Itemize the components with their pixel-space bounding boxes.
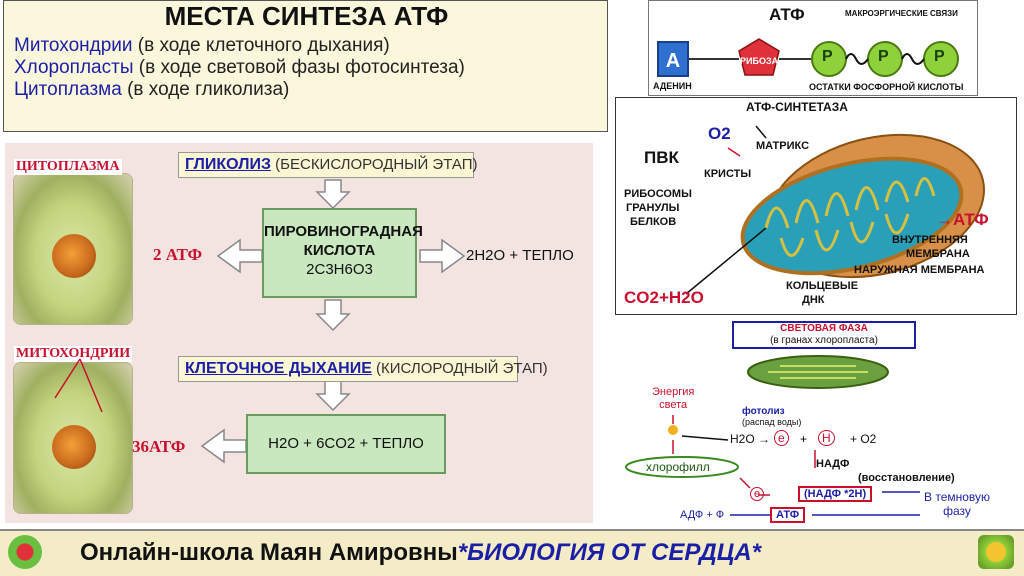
label-mitochondria: МИТОХОНДРИИ [14, 346, 133, 362]
phosphate-p-2: P [878, 48, 889, 65]
bonds-label: МАКРОЭРГИЧЕСКИЕ СВЯЗИ [845, 9, 958, 18]
scheme-arrows [54, 179, 466, 464]
nadf2h-box: (НАДФ *2H) [798, 486, 873, 502]
label-cytoplasm: ЦИТОПЛАЗМА [14, 159, 122, 175]
atp-glycolysis: 2 АТФ [153, 245, 203, 264]
atp-molecule-diagram: АТФ МАКРОЭРГИЧЕСКИЕ СВЯЗИ A АДЕНИН РИБОЗ… [648, 0, 978, 96]
intro-box: МЕСТА СИНТЕЗА АТФ Митохондрии (в ходе кл… [3, 0, 608, 132]
respiration-products-box: H2O + 6CO2 + ТЕПЛО [246, 414, 446, 474]
pointer-line [79, 358, 103, 413]
electron-label: e [750, 487, 765, 501]
arrow-down-icon [315, 299, 351, 332]
phosphates-label: ОСТАТКИ ФОСФОРНОЙ КИСЛОТЫ [809, 82, 964, 92]
nucleus-icon [52, 234, 96, 278]
pointer-line [685, 227, 767, 295]
high-energy-bond-icon [845, 53, 869, 65]
sunflower-logo-icon [978, 535, 1014, 569]
intro-line-chloro: Хлоропласты (в ходе световой фазы фотоси… [14, 57, 465, 78]
footer-text: Онлайн-школа Маян Амировны*БИОЛОГИЯ ОТ С… [80, 539, 761, 566]
light-phase-box: СВЕТОВАЯ ФАЗА (в гранах хлоропласта) [732, 321, 916, 349]
page-title: МЕСТА СИНТЕЗА АТФ [164, 1, 449, 31]
photosynthesis-svg [625, 355, 920, 516]
mitochondrion-diagram: АТФ-СИНТЕТАЗА O2 ПВК МАТРИКС КРИСТЫ РИБО… [615, 97, 1017, 315]
footer-banner: Онлайн-школа Маян Амировны*БИОЛОГИЯ ОТ С… [0, 529, 1024, 576]
heart-logo-icon [8, 535, 42, 569]
arrow-left-icon [216, 238, 263, 274]
ribose-icon [738, 38, 780, 76]
mito-label-cristae: КРИСТЫ [704, 168, 752, 180]
nucleus-icon [52, 425, 96, 469]
phosphate-p-1: P [822, 48, 833, 65]
phosphate-p-3: P [934, 48, 945, 65]
arrow-down-icon [315, 379, 351, 412]
arrow-down-icon [315, 179, 351, 210]
mitochondrion-svg [685, 125, 985, 295]
mito-label-proteins: БЕЛКОВ [630, 216, 677, 228]
respiration-box: КЛЕТОЧНОЕ ДЫХАНИЕ (КИСЛОРОДНЫЙ ЭТАП) [178, 356, 548, 382]
mito-label-pvk: ПВК [644, 148, 679, 167]
proton-label: H [818, 430, 835, 446]
atp-respiration: 36АТФ [132, 437, 186, 456]
atp-title: АТФ [769, 5, 805, 24]
adenine-icon: A [657, 41, 689, 77]
mito-label-outer: НАРУЖНАЯ МЕМБРАНА [854, 264, 985, 276]
mito-label-dna1: КОЛЬЦЕВЫЕ [786, 280, 859, 292]
oxygen-label: + O2 [850, 432, 877, 446]
adenine-label: АДЕНИН [653, 81, 692, 91]
arrow-left-icon [200, 428, 247, 464]
glycolysis-byproducts: 2H2O + ТЕПЛО [466, 247, 574, 264]
restore-label: (восстановление) [858, 472, 955, 484]
water-equation: H2O → [730, 432, 771, 446]
ribose-label: РИБОЗА [740, 56, 779, 66]
electron-label: e [774, 430, 789, 446]
mito-label-inner2: МЕМБРАНА [906, 248, 970, 260]
matrix-shape [740, 156, 964, 276]
mito-label-matrix: МАТРИКС [756, 140, 810, 152]
intro-line-cyto: Цитоплазма (в ходе гликолиза) [14, 79, 290, 100]
nadf-label: НАДФ [816, 458, 850, 470]
photolysis-label: фотолиз [742, 406, 785, 417]
mito-label-synthase: АТФ-СИНТЕТАЗА [746, 100, 848, 114]
mito-label-granules: ГРАНУЛЫ [626, 202, 680, 214]
atp-chain-svg [689, 38, 959, 77]
mito-label-o2: O2 [708, 124, 731, 143]
pyruvate-box: ПИРОВИНОГРАДНАЯ КИСЛОТА 2C3H6O3 [262, 208, 423, 298]
arrow-right-icon [419, 238, 466, 274]
glycolysis-box: ГЛИКОЛИЗ (БЕСКИСЛОРОДНЫЙ ЭТАП) [178, 152, 477, 178]
sun-icon [668, 425, 678, 435]
cell-image-mitochondria [13, 362, 133, 514]
mito-label-ribosomes: РИБОСОМЫ [624, 188, 692, 200]
pointer-line [54, 358, 81, 399]
mito-label-dna2: ДНК [802, 294, 825, 306]
cell-image-cytoplasm [13, 173, 133, 325]
chlorophyll-label: хлорофилл [646, 460, 710, 474]
mito-label-co2: CO2+H2O [624, 288, 704, 307]
high-energy-bond-icon [901, 53, 925, 65]
plus-sign: + [800, 432, 808, 446]
photo-atp-box: АТФ [770, 507, 806, 523]
intro-line-mito: Митохондрии (в ходе клеточного дыхания) [14, 35, 390, 56]
mito-label-inner1: ВНУТРЕННЯЯ [892, 234, 968, 246]
water-split-label: (распад воды) [742, 417, 802, 427]
mito-label-atp: →АТФ [936, 210, 989, 229]
adf-label: АДФ + Ф [680, 509, 725, 521]
